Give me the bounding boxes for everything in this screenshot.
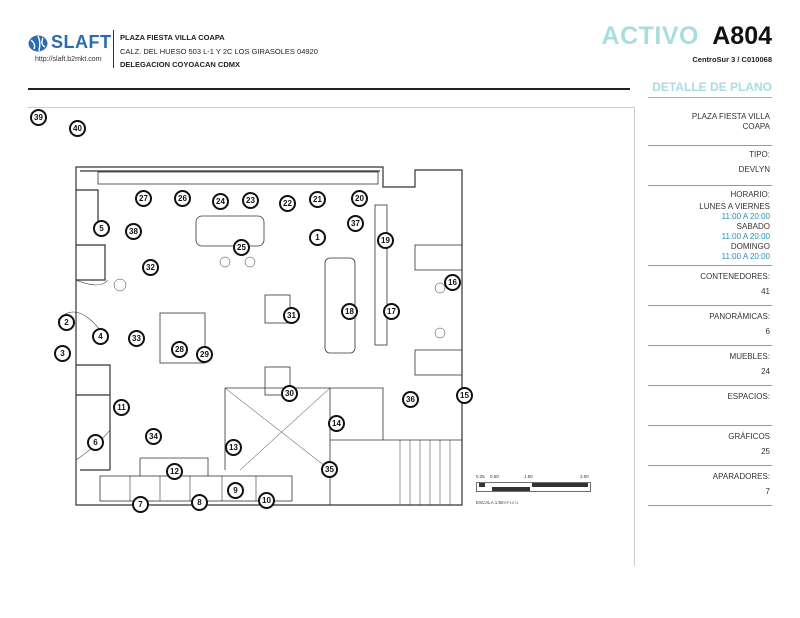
marker-19[interactable]: 19 bbox=[377, 232, 394, 249]
contenedores-label: CONTENEDORES: bbox=[700, 272, 770, 281]
muebles-value: 24 bbox=[761, 367, 770, 376]
marker-29[interactable]: 29 bbox=[196, 346, 213, 363]
marker-24[interactable]: 24 bbox=[212, 193, 229, 210]
graficos-value: 25 bbox=[761, 447, 770, 456]
marker-39[interactable]: 39 bbox=[30, 109, 47, 126]
logo-globe-icon bbox=[28, 35, 48, 52]
summary-contenedores: CONTENEDORES: 41 bbox=[648, 266, 772, 306]
panoramicas-label: PANORÁMICAS: bbox=[709, 312, 770, 321]
marker-16[interactable]: 16 bbox=[444, 274, 461, 291]
marker-8[interactable]: 8 bbox=[191, 494, 208, 511]
summary-plaza: PLAZA FIESTA VILLA COAPA bbox=[648, 112, 772, 146]
scale-tick-2: 0.50 bbox=[490, 474, 499, 479]
espacios-label: ESPACIOS: bbox=[727, 392, 770, 401]
schedule-day-3: DOMINGO bbox=[730, 242, 770, 251]
marker-25[interactable]: 25 bbox=[233, 239, 250, 256]
marker-27[interactable]: 27 bbox=[135, 190, 152, 207]
schedule-day-1: LUNES A VIERNES bbox=[699, 202, 770, 211]
floor-plan bbox=[57, 166, 463, 506]
scale-tick-4: 3.00 bbox=[580, 474, 589, 479]
summary-graficos: GRÁFICOS 25 bbox=[648, 426, 772, 466]
scale-caption: ESCALA 1:50 bbox=[476, 500, 504, 505]
aparadores-label: APARADORES: bbox=[712, 472, 770, 481]
tipo-label: TIPO: bbox=[749, 150, 770, 159]
marker-3[interactable]: 3 bbox=[54, 345, 71, 362]
marker-2[interactable]: 2 bbox=[58, 314, 75, 331]
marker-40[interactable]: 40 bbox=[69, 120, 86, 137]
marker-22[interactable]: 22 bbox=[279, 195, 296, 212]
marker-12[interactable]: 12 bbox=[166, 463, 183, 480]
marker-20[interactable]: 20 bbox=[351, 190, 368, 207]
schedule-hours-2: 11:00 A 20:00 bbox=[721, 232, 770, 241]
summary-horario: HORARIO: LUNES A VIERNES 11:00 A 20:00 S… bbox=[648, 186, 772, 266]
marker-11[interactable]: 11 bbox=[113, 399, 130, 416]
marker-26[interactable]: 26 bbox=[174, 190, 191, 207]
marker-7[interactable]: 7 bbox=[132, 496, 149, 513]
marker-35[interactable]: 35 bbox=[321, 461, 338, 478]
sidebar-rule bbox=[648, 97, 772, 98]
scale-tick-1: 0.25 bbox=[476, 474, 485, 479]
horario-label: HORARIO: bbox=[730, 190, 770, 199]
marker-38[interactable]: 38 bbox=[125, 223, 142, 240]
plan-walls bbox=[57, 166, 463, 506]
marker-21[interactable]: 21 bbox=[309, 191, 326, 208]
plaza-value: PLAZA FIESTA VILLA COAPA bbox=[691, 112, 770, 131]
summary-panoramicas: PANORÁMICAS: 6 bbox=[648, 306, 772, 346]
location-name: PLAZA FIESTA VILLA COAPA bbox=[120, 33, 225, 42]
schedule-hours-1: 11:00 A 20:00 bbox=[721, 212, 770, 221]
header-divider bbox=[113, 30, 114, 68]
marker-30[interactable]: 30 bbox=[281, 385, 298, 402]
schedule-day-2: SABADO bbox=[736, 222, 770, 231]
summary-aparadores: APARADORES: 7 bbox=[648, 466, 772, 506]
contenedores-value: 41 bbox=[761, 287, 770, 296]
marker-13[interactable]: 13 bbox=[225, 439, 242, 456]
location-address: CALZ. DEL HUESO 503 L-1 Y 2C LOS GIRASOL… bbox=[120, 47, 318, 56]
scale-bar: 0.25 0.50 1.50 3.00 ESCALA 1:50 RP1074 bbox=[476, 474, 591, 514]
header-rule bbox=[28, 88, 630, 90]
graficos-label: GRÁFICOS bbox=[728, 432, 770, 441]
marker-37[interactable]: 37 bbox=[347, 215, 364, 232]
asset-summary-panel: PLAZA FIESTA VILLA COAPA TIPO: DEVLYN HO… bbox=[648, 112, 772, 506]
tipo-value: DEVLYN bbox=[738, 165, 770, 174]
marker-33[interactable]: 33 bbox=[128, 330, 145, 347]
marker-9[interactable]: 9 bbox=[227, 482, 244, 499]
section-title: DETALLE DE PLANO bbox=[652, 80, 772, 94]
marker-23[interactable]: 23 bbox=[242, 192, 259, 209]
marker-14[interactable]: 14 bbox=[328, 415, 345, 432]
marker-32[interactable]: 32 bbox=[142, 259, 159, 276]
summary-espacios: ESPACIOS: bbox=[648, 386, 772, 426]
aparadores-value: 7 bbox=[765, 487, 770, 496]
asset-code: A804 bbox=[712, 22, 772, 50]
muebles-label: MUEBLES: bbox=[729, 352, 770, 361]
summary-muebles: MUEBLES: 24 bbox=[648, 346, 772, 386]
schedule-hours-3: 11:00 A 20:00 bbox=[721, 252, 770, 261]
logo-url[interactable]: http://slaft.b2mkt.com bbox=[35, 56, 102, 63]
marker-10[interactable]: 10 bbox=[258, 492, 275, 509]
logo-wordmark: SLAFT bbox=[51, 32, 112, 52]
marker-17[interactable]: 17 bbox=[383, 303, 400, 320]
plan-furniture bbox=[113, 256, 446, 339]
marker-28[interactable]: 28 bbox=[171, 341, 188, 358]
marker-36[interactable]: 36 bbox=[402, 391, 419, 408]
marker-34[interactable]: 34 bbox=[145, 428, 162, 445]
panoramicas-value: 6 bbox=[765, 327, 770, 336]
summary-tipo: TIPO: DEVLYN bbox=[648, 146, 772, 186]
scale-tick-3: 1.50 bbox=[524, 474, 533, 479]
marker-5[interactable]: 5 bbox=[93, 220, 110, 237]
title-prefix: ACTIVO bbox=[601, 22, 699, 50]
marker-4[interactable]: 4 bbox=[92, 328, 109, 345]
marker-6[interactable]: 6 bbox=[87, 434, 104, 451]
marker-18[interactable]: 18 bbox=[341, 303, 358, 320]
scale-graphic bbox=[476, 482, 591, 492]
plan-frame bbox=[28, 107, 635, 566]
marker-1[interactable]: 1 bbox=[309, 229, 326, 246]
scale-note: RP1074 bbox=[504, 500, 519, 505]
marker-31[interactable]: 31 bbox=[283, 307, 300, 324]
location-city: DELEGACION COYOACAN CDMX bbox=[120, 60, 241, 69]
marker-15[interactable]: 15 bbox=[456, 387, 473, 404]
center-code: CentroSur 3 / C010068 bbox=[692, 55, 772, 64]
